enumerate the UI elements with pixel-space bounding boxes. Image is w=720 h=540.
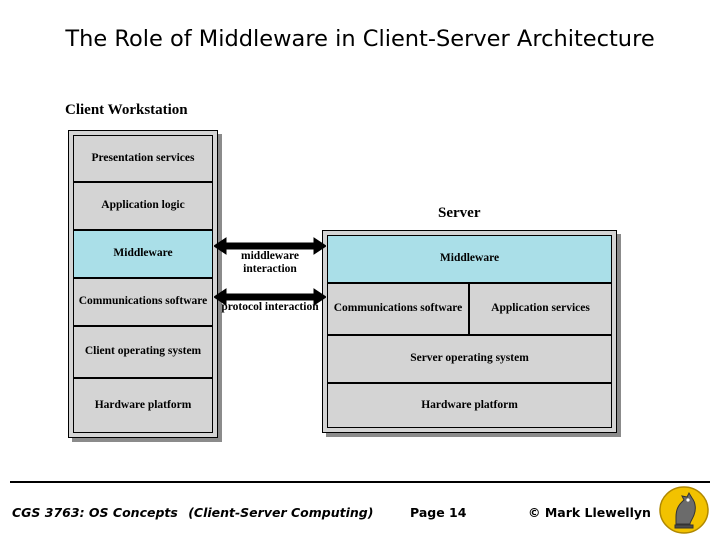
- footer-course-text: CGS 3763: OS Concepts (Client-Server Com…: [12, 505, 373, 520]
- footer: CGS 3763: OS Concepts (Client-Server Com…: [0, 505, 720, 527]
- client-box-operating-system: Client operating system: [73, 326, 213, 378]
- footer-copyright: © Mark Llewellyn: [528, 505, 651, 520]
- protocol-interaction-label: protocol interaction: [221, 301, 319, 313]
- middleware-interaction-label: middleware interaction: [241, 250, 299, 276]
- page-title: The Role of Middleware in Client-Server …: [65, 26, 655, 52]
- footer-divider: [10, 481, 710, 483]
- client-heading: Client Workstation: [65, 102, 188, 118]
- knight-logo-icon: [658, 484, 710, 534]
- client-box-presentation-services: Presentation services: [73, 135, 213, 182]
- client-box-middleware: Middleware: [73, 230, 213, 278]
- server-box-hardware-platform: Hardware platform: [327, 383, 612, 428]
- server-box-middleware: Middleware: [327, 235, 612, 283]
- server-box-application-services: Application services: [469, 283, 612, 335]
- architecture-diagram: Client Workstation Presentation services…: [0, 90, 720, 460]
- footer-topic: (Client-Server Computing): [188, 505, 374, 520]
- client-box-communications-software: Communications software: [73, 278, 213, 326]
- server-box-operating-system: Server operating system: [327, 335, 612, 383]
- client-box-hardware-platform: Hardware platform: [73, 378, 213, 433]
- footer-course: CGS 3763: OS Concepts: [12, 505, 178, 520]
- server-heading: Server: [438, 205, 481, 221]
- footer-page-number: Page 14: [410, 505, 467, 520]
- client-box-application-logic: Application logic: [73, 182, 213, 230]
- server-box-communications-software: Communications software: [327, 283, 469, 335]
